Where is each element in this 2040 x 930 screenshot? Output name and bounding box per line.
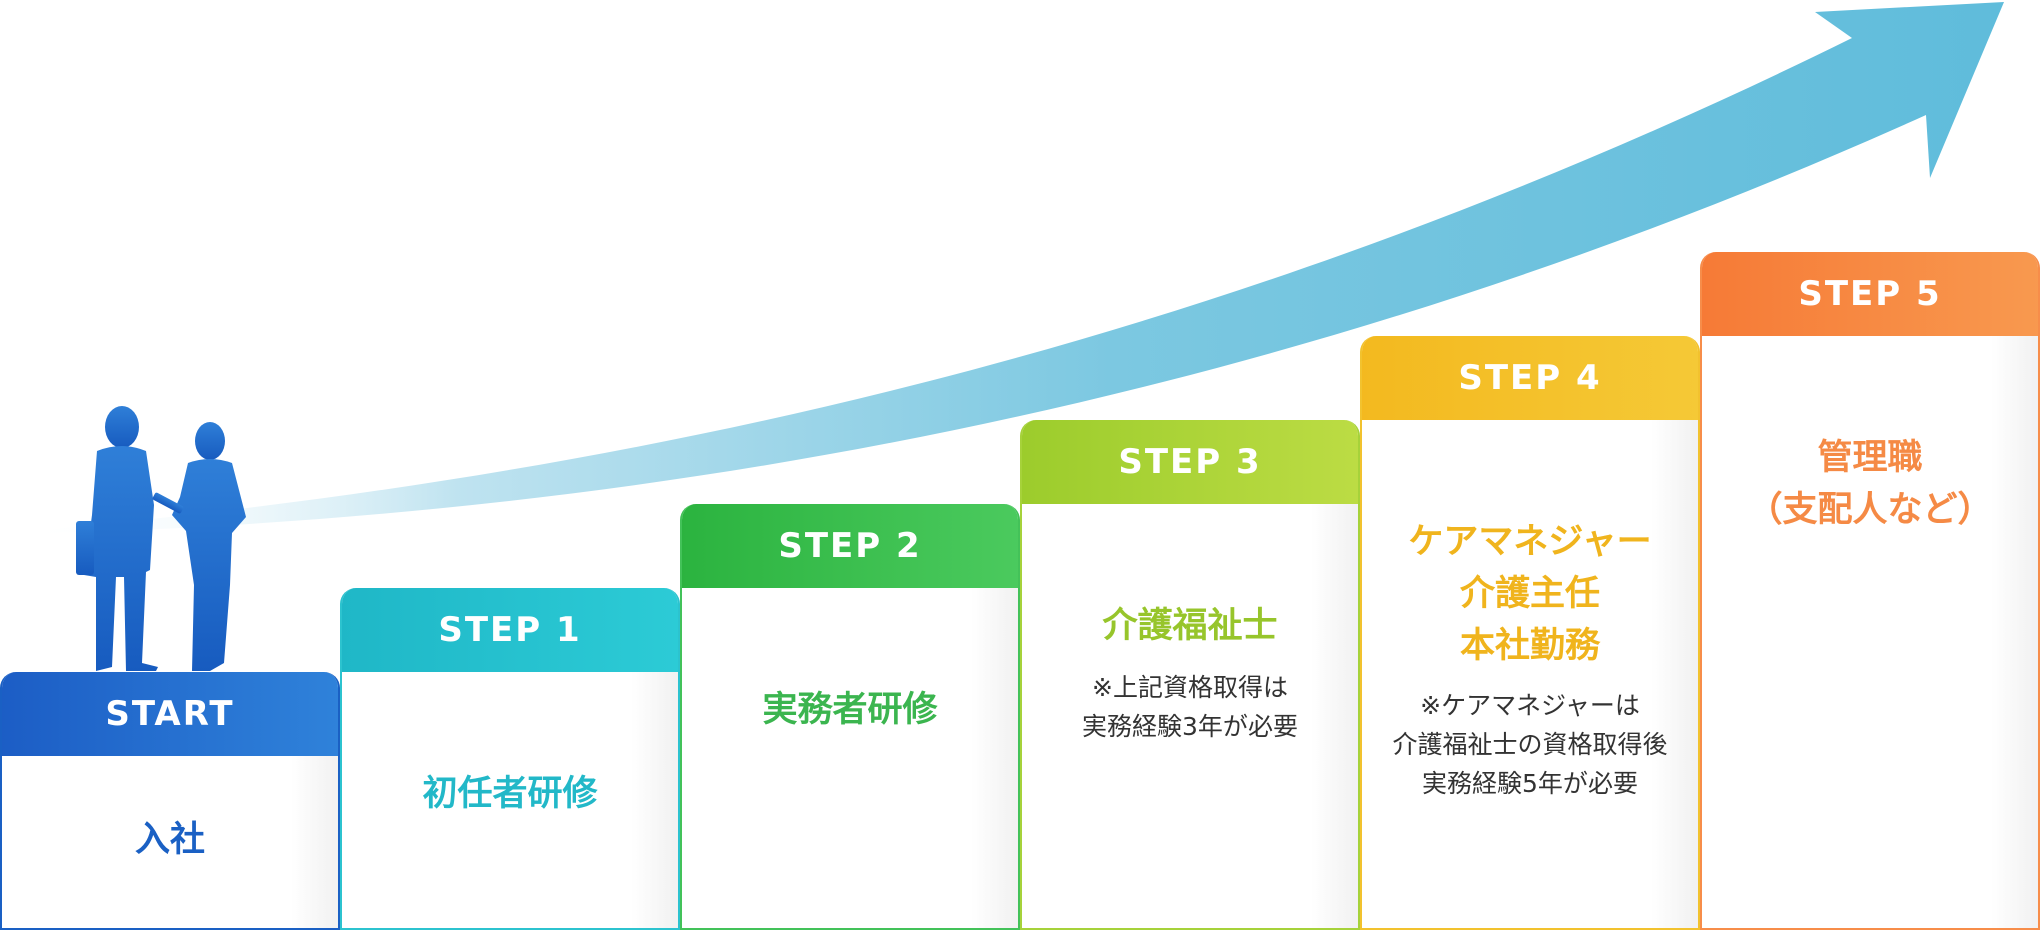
step-4-body: ケアマネジャー 介護主任 本社勤務 ※ケアマネジャーは 介護福祉士の資格取得後 … <box>1362 420 1698 928</box>
step-1-title: 初任者研修 <box>422 774 598 814</box>
step-start-body: 入社 <box>2 756 338 928</box>
step-2-label: STEP 2 <box>682 504 1018 588</box>
step-2-title: 実務者研修 <box>762 690 938 730</box>
step-1-label: STEP 1 <box>342 588 678 672</box>
step-5-body: 管理職 （支配人など） <box>1702 336 2038 928</box>
step-1-card: STEP 1 初任者研修 <box>340 588 680 930</box>
step-5-card: STEP 5 管理職 （支配人など） <box>1700 252 2040 930</box>
step-start-label: START <box>2 672 338 756</box>
step-3-note: ※上記資格取得は 実務経験3年が必要 <box>1082 673 1298 741</box>
step-2-body: 実務者研修 <box>682 588 1018 928</box>
step-4-label: STEP 4 <box>1362 336 1698 420</box>
step-2-card: STEP 2 実務者研修 <box>680 504 1020 930</box>
step-start-card: START 入社 <box>0 672 340 930</box>
step-4-title: ケアマネジャー 介護主任 本社勤務 <box>1408 522 1652 666</box>
step-3-title: 介護福祉士 <box>1102 606 1278 646</box>
step-4-card: STEP 4 ケアマネジャー 介護主任 本社勤務 ※ケアマネジャーは 介護福祉士… <box>1360 336 1700 930</box>
step-3-card: STEP 3 介護福祉士 ※上記資格取得は 実務経験3年が必要 <box>1020 420 1360 930</box>
step-3-body: 介護福祉士 ※上記資格取得は 実務経験3年が必要 <box>1022 504 1358 928</box>
step-1-body: 初任者研修 <box>342 672 678 928</box>
step-3-label: STEP 3 <box>1022 420 1358 504</box>
step-5-label: STEP 5 <box>1702 252 2038 336</box>
step-5-title: 管理職 （支配人など） <box>1747 438 1993 530</box>
step-start-title: 入社 <box>134 820 205 860</box>
step-4-note: ※ケアマネジャーは 介護福祉士の資格取得後 実務経験5年が必要 <box>1392 691 1668 798</box>
two-people-silhouette-icon <box>76 406 246 671</box>
